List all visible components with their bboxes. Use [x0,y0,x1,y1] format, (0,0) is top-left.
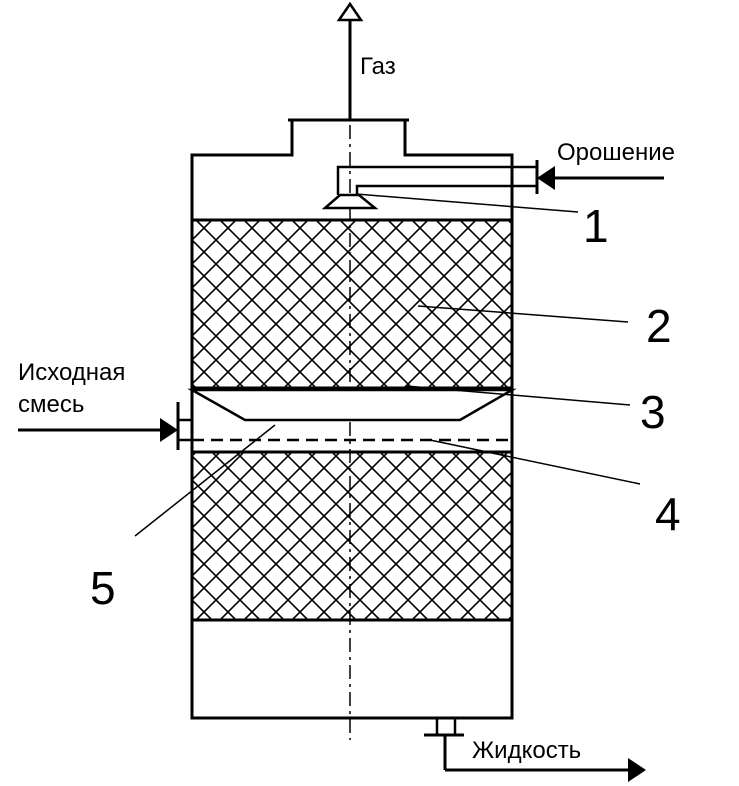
redistributor-plate [187,388,517,422]
liquid-arrow-icon [628,758,646,782]
irrigation-arrow-icon [537,166,555,190]
leader-4 [429,439,641,485]
upper-packing [190,218,514,390]
callout-4: 4 [655,488,681,540]
gas-label: Газ [360,53,396,80]
sprayer-icon [321,193,379,210]
callout-1: 1 [583,200,609,252]
feed-label-line1: Исходная [18,359,125,386]
leader-2 [417,305,629,323]
leader-5 [134,424,276,537]
callout-3: 3 [640,386,666,438]
leader-3 [405,385,631,406]
liquid-label: Жидкость [472,737,581,764]
lower-packing [190,450,514,622]
gas-arrow-icon [336,1,364,22]
column-shell [190,118,514,720]
callout-5: 5 [90,562,116,614]
callout-2: 2 [646,300,672,352]
leader-1 [355,193,579,213]
irrigation-pipe [336,165,537,195]
feed-label-line2: смесь [18,391,84,418]
feed-arrow-icon [160,418,178,442]
irrigation-label: Орошение [557,139,675,166]
